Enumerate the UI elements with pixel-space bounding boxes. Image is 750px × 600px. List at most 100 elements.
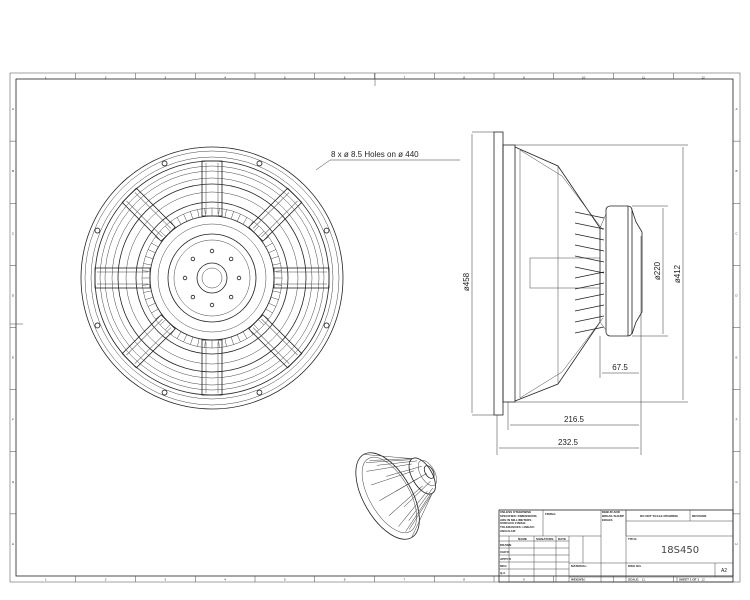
column-label: 8	[463, 76, 465, 80]
dim-frame-diameter: ø458	[462, 272, 471, 291]
front-view	[80, 146, 344, 410]
column-label: 1	[45, 76, 47, 80]
row-label: C	[735, 231, 738, 235]
revision-label: REVISION	[692, 514, 706, 518]
column-label: 12	[701, 578, 705, 582]
material-label: MATERIAL:	[571, 564, 587, 568]
weight-label: WEIGHT:	[571, 578, 584, 582]
row-label: E	[735, 356, 737, 360]
spoke	[248, 187, 303, 242]
column-label: 11	[642, 76, 645, 80]
row-labels-right: A B C D E F G H	[733, 107, 740, 546]
scale-label: SCALE:	[628, 578, 639, 582]
do-not-scale-note: DO NOT SCALE DRAWING	[640, 514, 679, 518]
dim-magnet-diameter: ø220	[653, 261, 662, 280]
row-labels-left: A B C D E F G H	[10, 107, 16, 546]
sheet-label: SHEET 1 OF 1	[679, 578, 699, 582]
spoke	[248, 314, 303, 369]
hole-note: 8 x ø 8.5 Holes on ø 440	[331, 150, 419, 159]
finish-label: FINISH:	[545, 512, 556, 516]
spoke	[121, 314, 176, 369]
title-label: TITLE:	[628, 537, 637, 541]
row-label: E	[12, 356, 14, 360]
column-label: 1	[45, 578, 47, 582]
dim-magnet-depth: 67.5	[612, 363, 628, 372]
row-label: H	[735, 542, 737, 546]
column-label: 2	[105, 578, 107, 582]
row-label: D	[735, 293, 738, 297]
column-label: 5	[284, 76, 286, 80]
row-label: G	[12, 480, 15, 484]
signoff-row-label: APPV'D	[500, 557, 512, 561]
row-label: A	[735, 107, 737, 111]
spoke	[121, 187, 176, 242]
side-view	[493, 131, 643, 416]
magnet-bolt	[228, 294, 234, 300]
sheet-size: A2	[721, 568, 727, 574]
column-label: 3	[165, 578, 167, 582]
dim-cone-diameter: ø412	[673, 264, 682, 283]
magnet-bolt	[209, 302, 215, 308]
magnet-bolt	[190, 294, 196, 300]
row-label: B	[12, 169, 14, 173]
title-block: DRAWN CHK'D APPV'D MFG Q.A UNLESS OTHERWISE …	[498, 509, 734, 583]
signoff-row-label: Q.A	[500, 571, 506, 575]
mounting-hole	[256, 389, 263, 396]
mounting-hole	[161, 389, 168, 396]
column-label: 9	[523, 76, 525, 80]
row-label: F	[736, 418, 738, 422]
dwg-no-label: DWG NO.	[628, 564, 642, 568]
mounting-hole	[323, 227, 330, 234]
hole-note-leader: 8 x ø 8.5 Holes on ø 440	[315, 150, 460, 171]
mounting-hole	[256, 160, 263, 167]
magnet-bolt	[182, 275, 188, 281]
dim-total-depth: 232.5	[558, 438, 579, 447]
magnet-bolt	[228, 256, 234, 262]
date-header: DATE	[558, 537, 566, 541]
column-label: 12	[701, 76, 705, 80]
column-label: 6	[344, 578, 346, 582]
row-label: F	[12, 418, 14, 422]
magnet-bolt	[236, 275, 242, 281]
signoff-row-label: CHK'D	[500, 550, 510, 554]
row-label: B	[735, 169, 737, 173]
column-label: 10	[582, 578, 586, 582]
mounting-hole	[323, 322, 330, 329]
column-label: 6	[344, 76, 346, 80]
dim-depth: 216.5	[564, 415, 585, 424]
magnet-bolt	[190, 256, 196, 262]
isometric-view	[355, 452, 437, 540]
cooling-fins	[574, 211, 605, 334]
column-label: 5	[284, 578, 286, 582]
column-label: 3	[165, 76, 167, 80]
dimensions: ø458 ø412 ø220 67.5 216.5 232.5	[462, 131, 688, 455]
row-label: D	[12, 293, 15, 297]
signature-header: SIGNATURE	[536, 537, 553, 541]
name-header: NAME	[518, 537, 527, 541]
column-label: 4	[224, 76, 226, 80]
drawing-title: 18S450	[661, 545, 699, 556]
row-label: A	[12, 107, 14, 111]
column-label: 2	[105, 76, 107, 80]
mounting-holes	[94, 160, 330, 396]
column-label: 4	[224, 578, 226, 582]
magnet-bolt	[209, 248, 215, 254]
row-label: C	[12, 231, 15, 235]
row-label: G	[735, 480, 738, 484]
tolerance-note: UNLESS OTHERWISE SPECIFIED: DIMENSIONS A…	[500, 511, 537, 533]
column-label: 8	[463, 578, 465, 582]
signoff-row-label: MFG	[500, 564, 507, 568]
mounting-hole	[94, 322, 101, 329]
column-label: 9	[523, 578, 525, 582]
column-label: 7	[404, 578, 406, 582]
magnet-bolts	[182, 248, 242, 308]
mounting-hole	[94, 227, 101, 234]
basket-spokes	[94, 160, 330, 396]
column-label: 10	[582, 76, 586, 80]
row-label: H	[12, 542, 14, 546]
mounting-hole	[161, 160, 168, 167]
signoff-row-label: DRAWN	[500, 543, 511, 547]
